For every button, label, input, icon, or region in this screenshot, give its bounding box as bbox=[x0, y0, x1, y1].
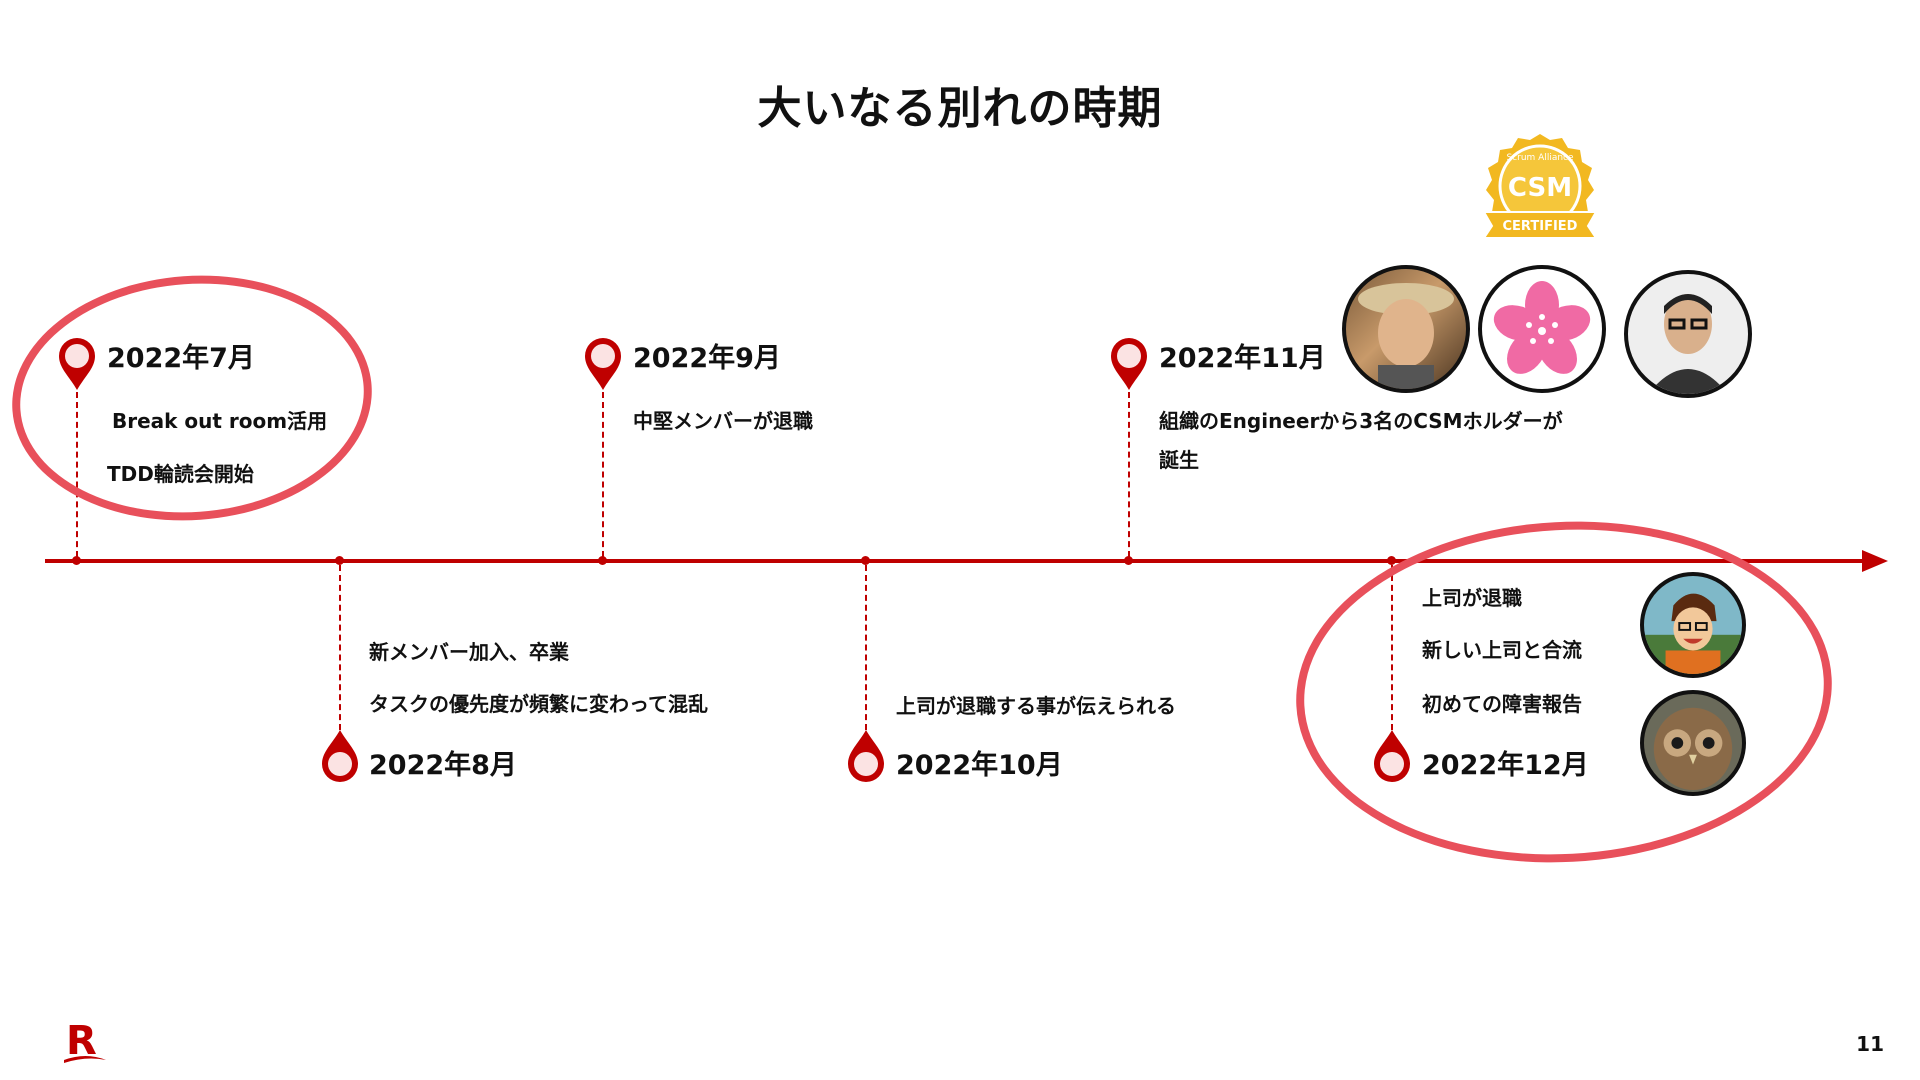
date-sep: 2022年9月 bbox=[633, 343, 781, 374]
timeline-arrowhead bbox=[1862, 550, 1888, 572]
event-nov-1: 組織のEngineerから3名のCSMホルダーが bbox=[1159, 409, 1563, 433]
map-pin-icon-sep bbox=[585, 338, 621, 390]
event-dec-2: 新しい上司と合流 bbox=[1422, 638, 1582, 662]
badge-top-text: Scrum Alliance bbox=[1506, 153, 1574, 163]
date-aug: 2022年8月 bbox=[369, 750, 517, 781]
event-jul-1: Break out room活用 bbox=[112, 409, 328, 433]
event-dec-3: 初めての障害報告 bbox=[1422, 692, 1582, 716]
sakura-icon bbox=[1493, 281, 1591, 374]
connector-dec bbox=[1391, 565, 1393, 730]
event-dec-1: 上司が退職 bbox=[1422, 586, 1522, 610]
axis-dot-sep bbox=[598, 556, 607, 565]
axis-dot-jul bbox=[72, 556, 81, 565]
map-pin-icon-nov bbox=[1111, 338, 1147, 390]
avatar-person-1 bbox=[1342, 265, 1470, 393]
event-jul-2: TDD輪読会開始 bbox=[107, 462, 254, 486]
axis-dot-nov bbox=[1124, 556, 1133, 565]
event-aug-1: 新メンバー加入、卒業 bbox=[369, 640, 569, 664]
owl-avatar bbox=[1640, 690, 1746, 796]
company-logo-icon: R bbox=[64, 1018, 106, 1064]
csm-badge-icon: Scrum Alliance CSM CERTIFIED bbox=[1482, 134, 1598, 239]
badge-ribbon-text: CERTIFIED bbox=[1503, 219, 1578, 234]
map-pin-icon-aug bbox=[322, 730, 358, 782]
event-oct-1: 上司が退職する事が伝えられる bbox=[896, 694, 1176, 718]
avatar-illustration bbox=[1640, 572, 1746, 678]
axis-dot-oct bbox=[861, 556, 870, 565]
connector-sep bbox=[602, 392, 604, 557]
highlight-ellipse-jul bbox=[3, 263, 381, 533]
connector-aug bbox=[339, 565, 341, 730]
avatar-person-2 bbox=[1624, 270, 1752, 398]
axis-dot-aug bbox=[335, 556, 344, 565]
highlight-ellipse-dec bbox=[1287, 508, 1841, 876]
map-pin-icon-dec bbox=[1374, 730, 1410, 782]
map-pin-icon-oct bbox=[848, 730, 884, 782]
connector-nov bbox=[1128, 392, 1130, 557]
date-nov: 2022年11月 bbox=[1159, 343, 1326, 374]
page-number: 11 bbox=[1856, 1032, 1884, 1056]
date-jul: 2022年7月 bbox=[107, 343, 255, 374]
axis-dot-dec bbox=[1387, 556, 1396, 565]
sakura-avatar bbox=[1478, 265, 1606, 393]
event-sep-1: 中堅メンバーが退職 bbox=[633, 409, 813, 433]
slide-title: 大いなる別れの時期 bbox=[757, 83, 1163, 134]
event-aug-2: タスクの優先度が頻繁に変わって混乱 bbox=[369, 692, 708, 716]
event-nov-2: 誕生 bbox=[1159, 448, 1199, 472]
connector-oct bbox=[865, 565, 867, 730]
map-pin-icon-jul bbox=[59, 338, 95, 390]
owl-icon bbox=[1653, 707, 1733, 791]
connector-jul bbox=[76, 392, 78, 557]
badge-main-text: CSM bbox=[1508, 173, 1572, 203]
date-oct: 2022年10月 bbox=[896, 750, 1063, 781]
timeline-axis bbox=[45, 559, 1875, 563]
date-dec: 2022年12月 bbox=[1422, 750, 1589, 781]
